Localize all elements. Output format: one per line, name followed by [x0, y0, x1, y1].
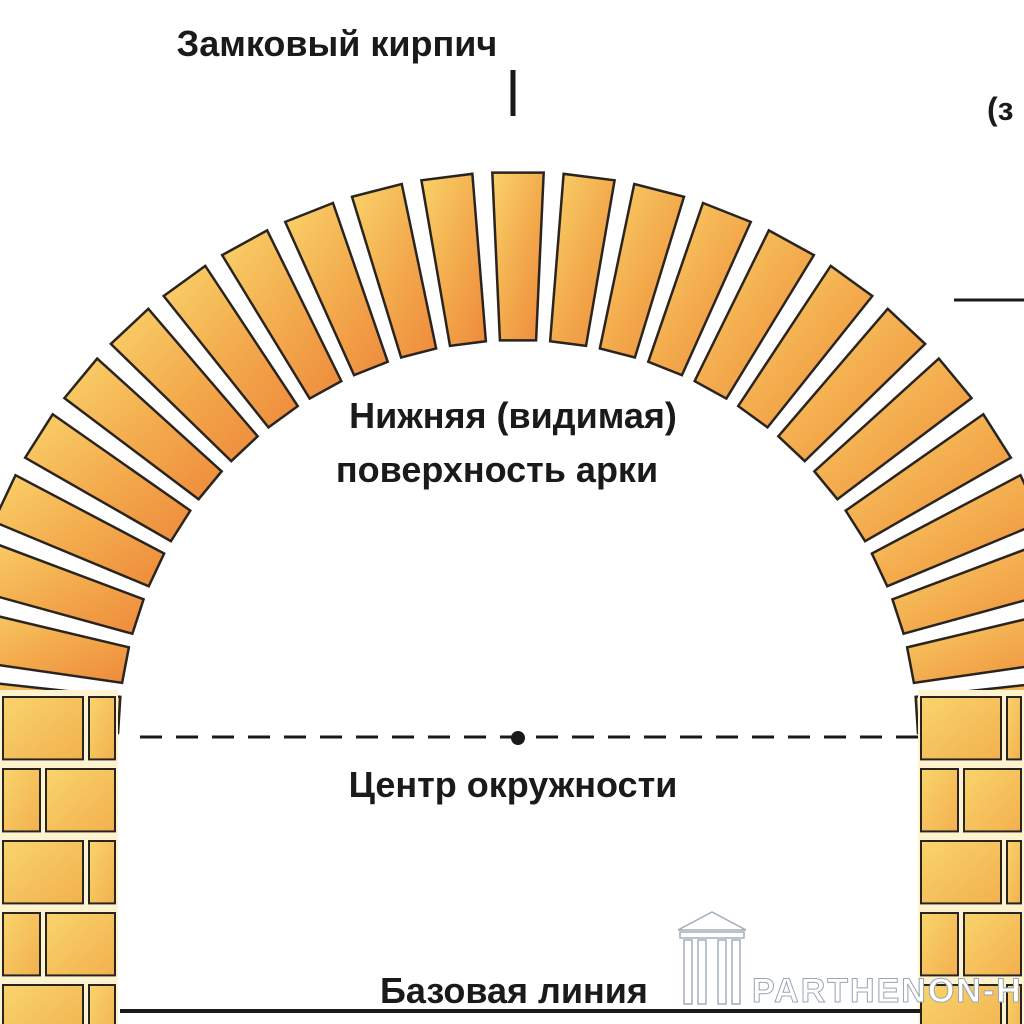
keystone-brick — [491, 171, 545, 342]
right-cut-label: (з — [987, 91, 1014, 127]
wall-brick — [920, 912, 959, 977]
voussoir-brick — [109, 306, 260, 463]
parthenon-watermark-logo — [677, 911, 747, 1005]
voussoir-brick — [62, 356, 224, 501]
voussoir-brick — [0, 544, 146, 636]
wall-brick — [963, 768, 1022, 833]
intrados-label-line1: Нижняя (видимая) — [349, 395, 677, 436]
voussoir-brick — [736, 264, 875, 430]
wall-brick — [2, 840, 84, 905]
voussoir-brick — [870, 473, 1024, 588]
arch-voussoirs — [0, 171, 1024, 735]
wall-brick — [1006, 840, 1022, 905]
voussoir-brick — [350, 182, 438, 359]
voussoir-brick — [693, 228, 816, 401]
voussoir-brick — [0, 615, 131, 685]
wall-brick — [45, 912, 116, 977]
left-pier-masonry — [0, 690, 118, 1024]
wall-brick — [2, 696, 84, 761]
voussoir-brick — [283, 201, 390, 377]
wall-brick — [2, 984, 84, 1024]
voussoir-brick — [0, 473, 166, 588]
voussoir-brick — [646, 201, 753, 377]
wall-brick — [920, 984, 1002, 1024]
wall-brick — [88, 696, 116, 761]
wall-brick — [88, 840, 116, 905]
right-pier-masonry — [918, 690, 1024, 1024]
wall-brick — [920, 840, 1002, 905]
voussoir-brick — [905, 618, 1024, 685]
wall-brick — [920, 768, 959, 833]
baseline-label: Базовая линия — [380, 970, 648, 1011]
wall-brick — [1006, 984, 1022, 1024]
voussoir-brick — [548, 172, 617, 348]
wall-brick — [2, 912, 41, 977]
voussoir-brick — [843, 412, 1013, 543]
wall-brick — [1006, 696, 1022, 761]
watermark-text: PARTHENON-H — [752, 972, 1023, 1010]
wall-brick — [963, 912, 1022, 977]
voussoir-brick — [23, 412, 193, 543]
wall-brick — [2, 768, 41, 833]
wall-brick — [88, 984, 116, 1024]
voussoir-brick — [598, 182, 686, 359]
wall-brick — [920, 696, 1002, 761]
center-label: Центр окружности — [349, 764, 678, 805]
voussoir-brick — [419, 172, 488, 348]
keystone-label: Замковый кирпич — [177, 23, 498, 64]
voussoir-brick — [161, 264, 300, 430]
voussoir-brick — [890, 548, 1024, 636]
voussoir-brick — [220, 228, 343, 401]
center-point — [511, 731, 525, 745]
voussoir-brick — [776, 306, 927, 463]
intrados-label-line2: поверхность арки — [336, 449, 658, 490]
wall-brick — [45, 768, 116, 833]
voussoir-brick — [812, 356, 974, 501]
